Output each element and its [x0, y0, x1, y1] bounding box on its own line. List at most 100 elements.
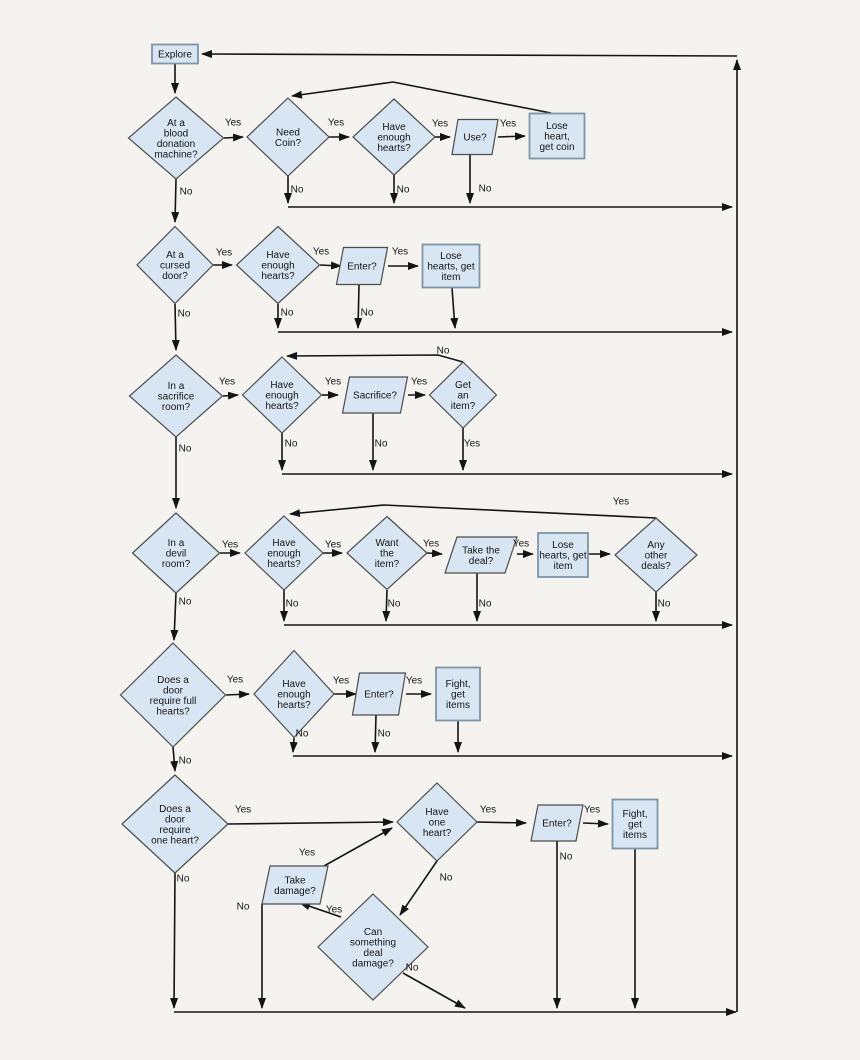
have-hearts-4-shape [244, 515, 324, 591]
have-hearts-3-shape [241, 356, 323, 434]
sacrifice-shape [341, 376, 409, 414]
use-shape [451, 118, 499, 156]
enter-full-shape [351, 672, 407, 716]
lose-hearts-item-1-shape [421, 243, 481, 289]
door-full-hearts-shape [119, 642, 227, 748]
edge-label-yes: Yes [513, 539, 529, 550]
edge-label-yes: Yes [325, 377, 341, 388]
edge-label-no: No [406, 963, 419, 974]
edge-devil-no [170, 592, 179, 641]
edge-label-yes: Yes [325, 540, 341, 551]
cursed-door-shape [136, 225, 214, 305]
take-damage-shape [261, 865, 329, 905]
node-explore: Explore [151, 43, 199, 65]
edge-label-no: No [361, 308, 374, 319]
have-hearts-1-shape [352, 98, 436, 176]
edge-sacroom-yes [222, 391, 239, 400]
other-deals-shape [614, 517, 698, 593]
edge-label-no: No [179, 597, 192, 608]
fight-items-2-shape [611, 798, 659, 850]
edge-candmg-yes [299, 902, 342, 918]
edge-label-no: No [440, 873, 453, 884]
edge-label-no: No [285, 439, 298, 450]
edge-label-yes: Yes [326, 905, 342, 916]
node-enter-one: Enter? [530, 804, 584, 842]
edge-label-yes: Yes [328, 118, 344, 129]
edge-candmg-no [402, 972, 466, 1009]
edge-label-yes: Yes [411, 377, 427, 388]
edge-label-yes: Yes [313, 247, 329, 258]
enter-cursed-label: Enter? [347, 262, 377, 273]
edge-label-no: No [378, 729, 391, 740]
edge-enter2-no [354, 284, 363, 329]
need-coin-shape [246, 97, 330, 177]
edge-enter5-no [371, 714, 380, 753]
edge-label-yes: Yes [333, 676, 349, 687]
edge-blood-yes [223, 133, 244, 142]
get-an-item-shape [428, 361, 498, 429]
edge-full-yes [225, 690, 250, 699]
edge-blood-no [171, 178, 180, 223]
explore-shape [151, 43, 199, 65]
edge-label-yes: Yes [392, 247, 408, 258]
fight-items-1-shape [435, 666, 481, 722]
edge-feedback-row1 [291, 81, 552, 114]
edge-label-yes: Yes [423, 539, 439, 550]
edge-label-no: No [479, 184, 492, 195]
edge-label-yes: Yes [500, 119, 516, 130]
edge-lose2-down [450, 287, 459, 329]
lose-hearts-item-2-shape [537, 532, 589, 578]
edge-enter6-yes [582, 819, 609, 828]
edge-label-yes: Yes [432, 119, 448, 130]
use-label: Use? [463, 133, 487, 144]
want-item-shape [346, 515, 428, 591]
edge-label-no: No [291, 185, 304, 196]
enter-one-label: Enter? [542, 819, 572, 830]
edge-label-no: No [388, 599, 401, 610]
edge-label-yes: Yes [222, 540, 238, 551]
door-one-heart-shape [121, 774, 229, 874]
edge-takedmg-yes [323, 827, 393, 867]
edge-label-yes: Yes [299, 848, 315, 859]
edge-oneheart-no [170, 872, 179, 1009]
edge-want-yes [426, 549, 443, 558]
edge-feedback-row4 [289, 504, 657, 519]
have-one-heart-shape [396, 782, 478, 862]
edge-label-yes: Yes [225, 118, 241, 129]
